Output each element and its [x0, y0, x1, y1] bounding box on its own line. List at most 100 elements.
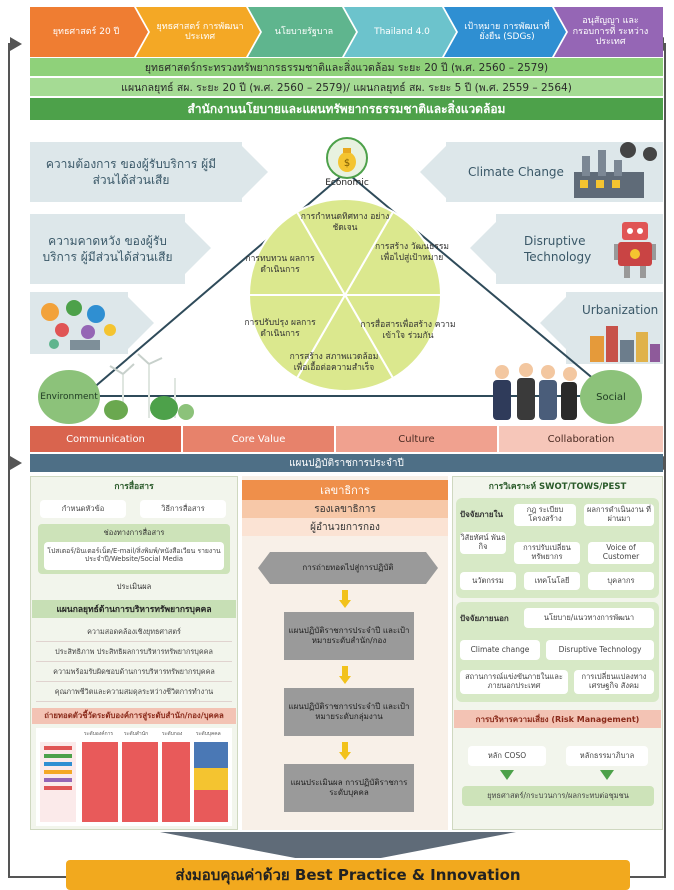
- header-text: ประเมินผล: [116, 582, 152, 591]
- social-label: Social: [596, 391, 626, 403]
- chip-text: กฎ ระเบียบ โครงสร้าง: [526, 505, 564, 523]
- role-director: ผู้อำนวยการกอง: [242, 518, 448, 536]
- pie-segment: [295, 293, 395, 392]
- segment-label-environment: การสร้าง สภาพแวดล้อม เพื่อเอื้อต่อความสำ…: [282, 352, 386, 373]
- banner-item-sdgs: เป้าหมาย การพัฒนาที่ยั่งยืน (SDGs): [444, 7, 566, 57]
- environment-label: Environment: [40, 392, 98, 402]
- pie-segment: [247, 210, 347, 296]
- chart-header-bureau: ระดับสำนัก: [124, 731, 149, 737]
- row-text: คุณภาพชีวิตและความสมดุลระหว่างชีวิตการทำ…: [54, 687, 214, 696]
- segment-text: การทบทวน ผลการดำเนินการ: [245, 254, 315, 275]
- chip-text: หลัก COSO: [487, 750, 527, 760]
- hr-plan-title: แผนกลยุทธ์ด้านการบริหารทรัพยากรบุคคล: [32, 600, 236, 618]
- pie-segment: [343, 210, 443, 296]
- hr-item: ประสิทธิภาพ ประสิทธิผลการบริหารทรัพยากรบ…: [36, 644, 232, 662]
- banner-label: ยุทธศาสตร์ 20 ปี: [52, 26, 120, 37]
- factor-chip: ผลการดำเนินงาน ที่ผ่านมา: [584, 504, 654, 526]
- people-icon: [493, 363, 577, 420]
- action-plan-title: แผนปฏิบัติราชการประจำปี: [289, 457, 404, 469]
- banner-item-thailand-40: Thailand 4.0: [344, 7, 456, 57]
- role-label: เลขาธิการ: [320, 484, 370, 497]
- value-label: Culture: [398, 433, 435, 445]
- segment-label-review: การทบทวน ผลการดำเนินการ: [242, 254, 318, 275]
- factor-text: Urbanization: [582, 303, 659, 317]
- footer-banner: ส่งมอบคุณค่าด้วย Best Practice & Innovat…: [66, 860, 630, 890]
- social-media-illustration: [41, 300, 116, 350]
- header-text: การวิเคราะห์ SWOT/TOWS/PEST: [488, 482, 627, 492]
- value-communication: Communication: [30, 426, 181, 452]
- value-label: Collaboration: [547, 433, 615, 445]
- city-buildings-icon: [590, 326, 660, 362]
- down-arrow: [339, 666, 351, 684]
- stakeholder-needs-box: ความต้องการ ของผู้รับบริการ ผู้มีส่วนได้…: [30, 142, 242, 202]
- comm-method-chip: วิธีการสื่อสาร: [140, 500, 226, 518]
- economic-node: $ Economic: [318, 136, 376, 194]
- chip-text: ยุทธศาสตร์/กระบวนการ/ผลกระทบต่อชุมชน: [487, 790, 629, 800]
- banner-label: อนุสัญญา และกรอบการที่ ระหว่างประเทศ: [572, 16, 649, 48]
- step-text: การถ่ายทอดไปสู่การปฏิบัติ: [302, 563, 394, 572]
- hr-item: ความสอดคล้องเชิงยุทธศาสตร์: [36, 624, 232, 642]
- value-label: Core Value: [231, 433, 286, 445]
- urbanization-box: Urbanization: [566, 292, 663, 364]
- footer-text: ส่งมอบคุณค่าด้วย Best Practice & Innovat…: [175, 866, 521, 884]
- evaluate-label: ประเมินผล: [40, 580, 228, 594]
- social-media-box: [30, 292, 128, 354]
- step-text: แผนประเมินผล การปฏิบัติราชการระดับบุคคล: [290, 778, 408, 797]
- row-text: ความพร้อมรับผิดชอบด้านการบริหารทรัพยากรบ…: [53, 667, 215, 676]
- comm-topic-chip: กำหนดหัวข้อ: [40, 500, 126, 518]
- factor-chip: Voice of Customer: [588, 542, 654, 564]
- factor-chip: นวัตกรรม: [460, 572, 516, 590]
- factor-chip: วิสัยทัศน์ พันธกิจ: [460, 532, 506, 554]
- header-text: แผนกลยุทธ์ด้านการบริหารทรัพยากรบุคคล: [56, 605, 212, 615]
- factor-chip: Disruptive Technology: [546, 640, 654, 660]
- chip-text: Voice of Customer: [602, 543, 640, 561]
- risk-bottom-chip: ยุทธศาสตร์/กระบวนการ/ผลกระทบต่อชุมชน: [462, 786, 654, 806]
- wind-turbines-icon: [104, 353, 194, 420]
- feedback-loop-left: [8, 43, 10, 877]
- office-title: สำนักงานนโยบายและแผนทรัพยากรธรรมชาติและส…: [187, 101, 506, 116]
- disruptive-arrow: [470, 222, 496, 274]
- header-text: การสื่อสาร: [114, 482, 154, 492]
- feedback-loop-bottom-right: [630, 876, 665, 878]
- kpi-cascade-chart: ระดับองค์การ ระดับสำนัก ระดับกอง ระดับบุ…: [36, 728, 232, 826]
- value-culture: Culture: [336, 426, 497, 452]
- internal-label: ปัจจัยภายใน: [460, 510, 503, 519]
- segment-label-culture: การสร้าง วัฒนธรรม เพื่อไปสู่เป้าหมาย: [372, 242, 452, 263]
- value-label: Communication: [66, 433, 145, 445]
- climate-arrow: [420, 146, 446, 198]
- factor-text: ความคาดหวัง ของผู้รับบริการ ผู้มีส่วนได้…: [42, 233, 173, 264]
- step-text: แผนปฏิบัติราชการประจำปี และเป้าหมายระดับ…: [288, 626, 410, 645]
- expectations-arrow: [185, 222, 211, 274]
- stakeholder-expectations-box: ความคาดหวัง ของผู้รับบริการ ผู้มีส่วนได้…: [30, 214, 185, 284]
- channel-detail-chip: โปสเตอร์/อินเตอร์เน็ต/E-mail/สิ่งพิมพ์/ห…: [44, 542, 224, 570]
- step-text: แผนปฏิบัติราชการประจำปี และเป้าหมายระดับ…: [288, 702, 410, 721]
- feedback-loop-bottom-left: [8, 876, 66, 878]
- factor-chip: บุคลากร: [588, 572, 654, 590]
- chip-text: นวัตกรรม: [472, 575, 504, 585]
- segment-text: การสร้าง วัฒนธรรม เพื่อไปสู่เป้าหมาย: [374, 242, 450, 263]
- risk-management-title: การบริหารความเสี่ยง (Risk Management): [454, 710, 661, 728]
- banner-item-national-strategy: ยุทธศาสตร์ 20 ปี: [30, 7, 148, 57]
- factor-chip: สถานการณ์แข่งขันภายในและ ภายนอกประเทศ: [460, 670, 568, 694]
- swot-title: การวิเคราะห์ SWOT/TOWS/PEST: [454, 478, 661, 494]
- chip-text: วิธีการสื่อสาร: [161, 503, 205, 513]
- risk-arrow-right: [600, 770, 614, 780]
- banner-item-development-strategy: ยุทธศาสตร์ การพัฒนาประเทศ: [136, 7, 260, 57]
- factor-chip: นโยบาย/แนวทางการพัฒนา: [524, 608, 654, 628]
- chip-text: บุคลากร: [607, 575, 635, 585]
- chart-header-division: ระดับกอง: [162, 731, 183, 737]
- role-label: รองเลขาธิการ: [314, 503, 376, 515]
- chip-text: กำหนดหัวข้อ: [61, 503, 105, 513]
- funnel-shape: [160, 832, 516, 858]
- chart-header-individual: ระดับบุคคล: [196, 731, 221, 737]
- chip-text: Disruptive Technology: [558, 644, 642, 654]
- economic-label: Economic: [325, 178, 369, 188]
- robot-icon: [614, 222, 656, 278]
- factor-chip: กฎ ระเบียบ โครงสร้าง: [514, 504, 576, 526]
- chip-text: Climate change: [470, 644, 530, 654]
- office-title-bar: สำนักงานนโยบายและแผนทรัพยากรธรรมชาติและส…: [30, 98, 663, 120]
- banner-item-conventions: อนุสัญญา และกรอบการที่ ระหว่างประเทศ: [554, 7, 663, 57]
- header-text: ช่องทางการสื่อสาร: [103, 528, 165, 537]
- row-text: ประสิทธิภาพ ประสิทธิผลการบริหารทรัพยากรบ…: [55, 647, 213, 656]
- segment-text: การสร้าง สภาพแวดล้อม เพื่อเอื้อต่อความสำ…: [289, 352, 379, 373]
